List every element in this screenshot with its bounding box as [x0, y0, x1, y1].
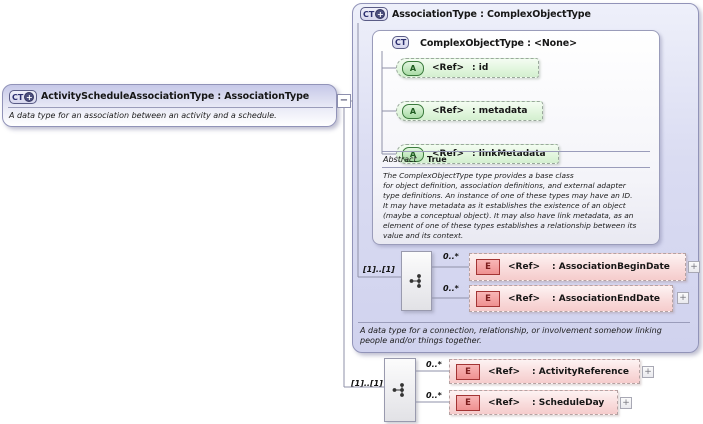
sequence-compositor[interactable] [384, 358, 416, 422]
element-name: : ScheduleDay [532, 397, 605, 408]
element-node-activity-reference[interactable]: E <Ref> : ActivityReference [449, 359, 640, 384]
attribute-name: : id [472, 63, 489, 73]
attribute-node-link-metadata[interactable]: A <Ref> : linkMetadata [396, 144, 559, 164]
plus-icon: + [690, 261, 698, 272]
plus-icon: + [644, 366, 652, 377]
attribute-badge: A [402, 103, 424, 119]
facet-divider-bottom [382, 167, 650, 168]
attribute-badge: A [402, 146, 424, 162]
element-ref: <Ref> [508, 262, 541, 272]
divider [358, 322, 690, 323]
attribute-name: : metadata [472, 106, 528, 116]
attribute-node-metadata[interactable]: A <Ref> : metadata [396, 101, 543, 121]
expand-plus-icon[interactable]: + [24, 92, 35, 102]
facet-divider-top [382, 151, 650, 152]
occurs-label: 0..* [426, 391, 442, 400]
root-type-title: ComplexObjectType : <None> [420, 38, 577, 49]
divider [8, 107, 333, 108]
element-badge: E [476, 290, 500, 307]
main-type-doc: A data type for an association between a… [9, 111, 277, 120]
facet-name: Abstract [383, 155, 417, 164]
root-type-doc: The ComplexObjectType type provides a ba… [383, 171, 637, 240]
base-type-doc: A data type for a connection, relationsh… [360, 326, 662, 345]
minus-icon: − [339, 95, 349, 106]
plus-icon: + [622, 397, 630, 408]
expand-button[interactable]: + [688, 261, 700, 273]
occurs-label: 0..* [443, 284, 459, 293]
ct-badge-label: CT [363, 9, 375, 19]
multiplicity-label: [1]..[1] [363, 265, 395, 274]
main-type-title: ActivityScheduleAssociationType : Associ… [41, 91, 310, 102]
main-type-node[interactable]: CT + ActivityScheduleAssociationType : A… [2, 84, 337, 127]
attribute-ref: <Ref> [432, 106, 465, 116]
element-node-schedule-day[interactable]: E <Ref> : ScheduleDay [449, 390, 618, 415]
element-badge: E [476, 259, 500, 275]
attribute-ref: <Ref> [432, 149, 465, 159]
expand-button[interactable]: + [620, 397, 632, 409]
element-badge: E [456, 394, 480, 411]
element-ref: <Ref> [488, 397, 521, 408]
sequence-icon [392, 383, 404, 397]
attribute-ref: <Ref> [432, 63, 465, 73]
base-type-title: AssociationType : ComplexObjectType [392, 9, 591, 20]
expand-button[interactable]: + [642, 366, 654, 378]
sequence-icon [409, 274, 421, 288]
element-ref: <Ref> [508, 293, 541, 304]
attribute-node-id[interactable]: A <Ref> : id [396, 58, 539, 78]
attribute-badge: A [402, 60, 424, 76]
complex-type-badge[interactable]: CT [392, 36, 410, 49]
element-node-association-begin-date[interactable]: E <Ref> : AssociationBeginDate [469, 253, 686, 281]
plus-icon: + [679, 292, 687, 303]
occurs-label: 0..* [426, 360, 442, 369]
complex-type-badge[interactable]: CT + [9, 90, 38, 104]
element-name: : AssociationEndDate [552, 293, 661, 304]
element-name: : AssociationBeginDate [552, 262, 670, 272]
multiplicity-label: [1]..[1] [351, 379, 383, 388]
facet-value: True [427, 155, 447, 164]
element-badge: E [456, 363, 480, 380]
element-name: : ActivityReference [532, 366, 629, 377]
complex-type-badge[interactable]: CT + [360, 7, 389, 21]
sequence-compositor[interactable] [401, 251, 432, 311]
element-node-association-end-date[interactable]: E <Ref> : AssociationEndDate [469, 285, 673, 312]
element-ref: <Ref> [488, 366, 521, 377]
ct-badge-label: CT [12, 92, 24, 102]
attribute-name: : linkMetadata [472, 149, 546, 159]
expand-plus-icon[interactable]: + [375, 9, 386, 19]
occurs-label: 0..* [443, 252, 459, 261]
collapse-toggle[interactable]: − [337, 94, 351, 108]
ct-badge-label: CT [395, 38, 407, 47]
expand-button[interactable]: + [677, 292, 689, 304]
